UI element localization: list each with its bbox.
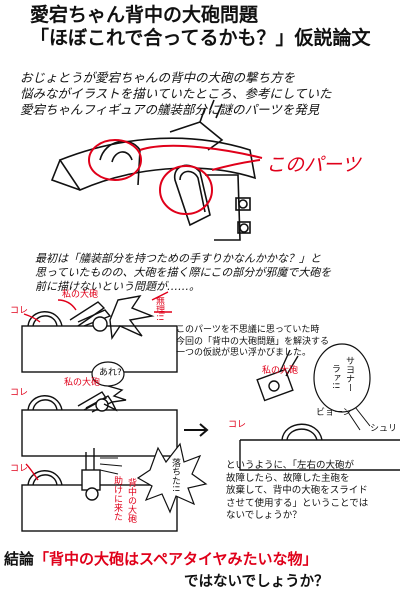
explanation-line-5: ないでしょうか？ — [226, 510, 302, 521]
page-title: 愛宕ちゃん背中の大砲問題 「ほぼこれで合ってるかも？」仮説論文 — [30, 4, 370, 50]
explanation-line-2: 故障したら、故障した主砲を — [226, 472, 350, 484]
problem-line-1: 最初は「艤装部分を持つための手すりかなんかかな？」と — [35, 252, 321, 265]
note-taiho-c: 私の大砲 — [262, 366, 299, 376]
note-help: 助けに来た — [112, 476, 122, 521]
note-shuu: シュリ — [370, 424, 398, 434]
conclusion-headline: 結論「背中の大砲はスペアタイヤみたいな物」 — [4, 548, 318, 569]
note-taiho-b: 私の大砲 — [64, 378, 101, 388]
note-taiho-a: 私の大砲 — [62, 290, 99, 300]
bubble-sayonara — [313, 343, 371, 413]
note-kore-d: コレ — [10, 464, 29, 474]
hypothesis-line-1: このパーツを不思議に思っていた時 — [176, 325, 320, 335]
intro-paragraph: おじょとうが愛宕ちゃんの背中の大砲の撃ち方を 悩みながイラストを描いていたところ… — [20, 70, 332, 118]
panel-b — [21, 385, 178, 457]
note-kore-b: コレ — [10, 388, 29, 398]
note-raa: ラァ!! — [330, 364, 340, 390]
explanation-line-4: させて使用する」ということでは — [226, 497, 369, 509]
note-help-2: 背中の大砲 — [126, 478, 136, 523]
note-kore-c: コレ — [228, 420, 247, 430]
arrow-right — [184, 423, 209, 437]
problem-line-2: 思っていたものの、大砲を描く際にこの部分が邪魔で大砲を — [35, 266, 332, 279]
intro-line-2: 悩みながイラストを描いていたところ、参考にしていた — [20, 86, 332, 101]
note-iyaaa: 無理!! — [154, 296, 164, 322]
callout-label: このパーツ — [266, 154, 361, 176]
hypothesis-line-3: 一つの仮説が思い浮かびました。 — [176, 348, 312, 358]
note-fall: 落ちた!! — [170, 458, 180, 493]
conclusion-highlight: 「背中の大砲はスペアタイヤみたいな物」 — [34, 550, 318, 568]
conclusion-prefix: 結論 — [4, 550, 35, 568]
note-byon: ビョーン — [316, 408, 352, 418]
burst-fall — [136, 442, 208, 514]
rigging-figure — [50, 99, 257, 241]
bubble-are — [91, 361, 125, 387]
highlight-circles — [88, 139, 263, 215]
hypothesis-line-2: 今回の「背中の大砲問題」を解決する — [176, 336, 330, 347]
panel-d-arrow — [25, 463, 39, 481]
note-kore-a: コレ — [10, 306, 29, 316]
problem-paragraph: 最初は「艤装部分を持つための手すりかなんかかな？」と 思っていたものの、大砲を描… — [35, 252, 331, 294]
conclusion-explanation: というように、「左右の大砲が 故障したら、故障した主砲を 放棄して、背中の大砲を… — [226, 460, 368, 523]
intro-line-1: おじょとうが愛宕ちゃんの背中の大砲の撃ち方を — [20, 70, 296, 85]
explanation-line-1: というように、「左右の大砲が — [226, 460, 354, 471]
conclusion-line-2: ではないでしょうか？ — [184, 574, 329, 590]
note-sayona: サヨナー — [344, 356, 354, 392]
intro-line-3: 愛宕ちゃんフィギュアの艤装部分に謎のパーツを発見 — [20, 102, 320, 117]
panel-c — [239, 349, 400, 471]
note-are: あれ? — [99, 368, 122, 378]
panel-a-arrow — [23, 299, 77, 323]
title-line-2: 「ほぼこれで合ってるかも？」仮説論文 — [30, 27, 371, 49]
hypothesis-text: このパーツを不思議に思っていた時 今回の「背中の大砲問題」を解決する 一つの仮説… — [176, 325, 329, 360]
explanation-line-3: 放棄して、背中の大砲をスライド — [226, 485, 368, 496]
problem-line-3: 前に描けないという問題が……。 — [35, 280, 200, 293]
title-line-1: 愛宕ちゃん背中の大砲問題 — [30, 4, 259, 26]
